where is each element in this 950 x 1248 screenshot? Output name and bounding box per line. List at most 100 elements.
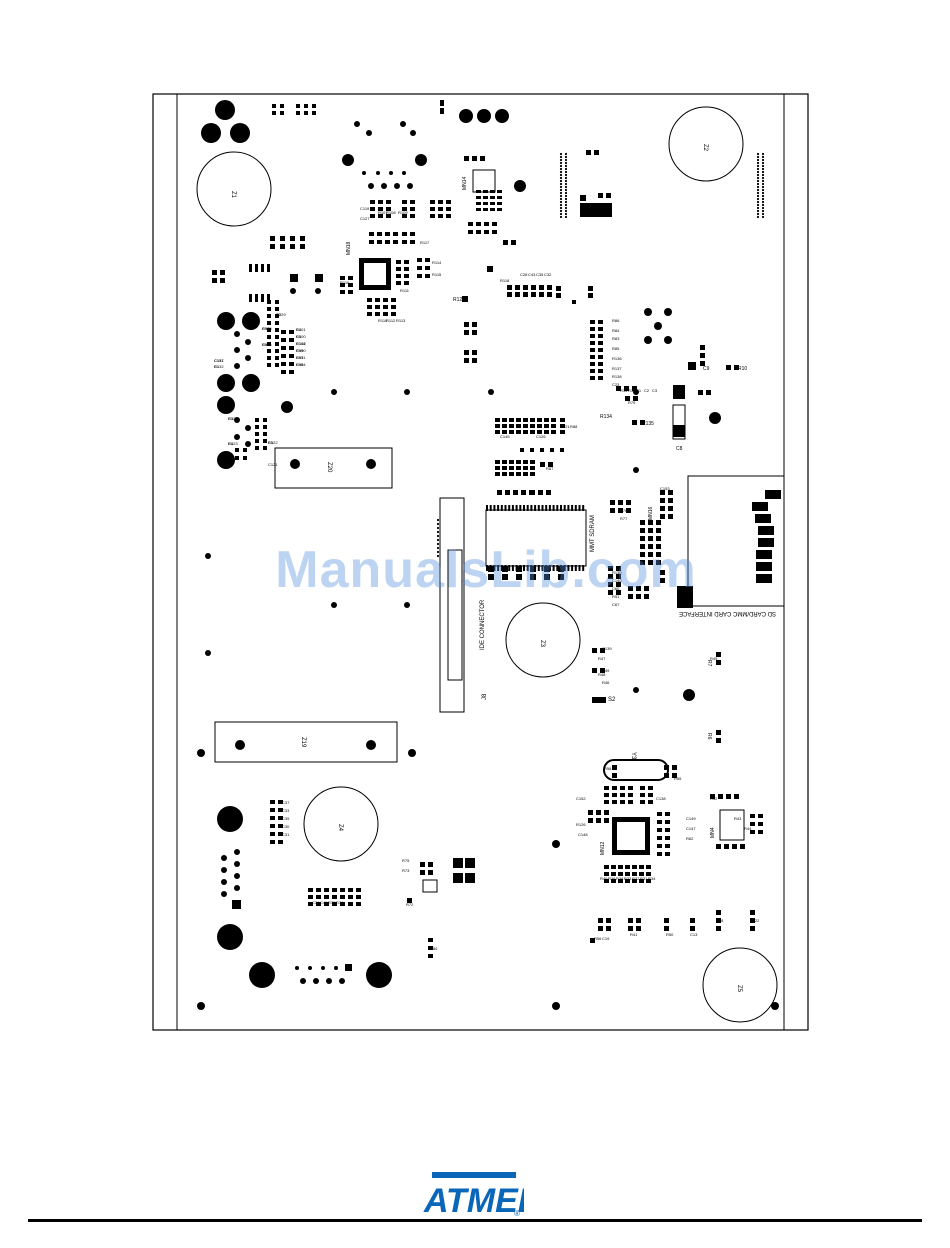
component-label: C33 — [282, 808, 290, 813]
smd-pad — [289, 338, 294, 342]
smd-pad — [592, 648, 597, 653]
smd-pad — [263, 432, 267, 436]
component-label: R95 — [262, 342, 270, 347]
smd-pad — [530, 472, 535, 476]
smd-pad — [632, 420, 637, 425]
connector-pins-top — [221, 171, 413, 984]
smd-pad — [618, 879, 623, 883]
smd-pad — [636, 918, 641, 923]
component-label: R73 — [402, 868, 410, 873]
smd-pad — [516, 574, 522, 580]
component-label: C31 — [282, 832, 290, 837]
sdram-pin — [511, 505, 514, 511]
smd-pad — [267, 321, 271, 325]
smd-pad — [255, 425, 259, 429]
header-pin — [559, 164, 563, 168]
smd-pad — [516, 472, 521, 476]
component-label: C154 — [296, 362, 306, 367]
capacitor-c8 — [672, 404, 686, 440]
smd-pad — [472, 358, 477, 363]
smd-pad — [340, 276, 345, 280]
component-label: C152 — [576, 796, 586, 801]
smd-pad — [340, 895, 345, 899]
smd-pad — [523, 466, 528, 470]
smd-pad — [440, 108, 444, 114]
header-pin — [756, 155, 760, 159]
component-label: C126 — [536, 434, 546, 439]
smd-pad — [289, 370, 294, 374]
component-label: R47 — [598, 656, 606, 661]
smd-pad — [668, 514, 673, 519]
mn4-label: MN4 — [710, 827, 716, 838]
smd-pad — [511, 240, 516, 245]
header-pin — [761, 176, 765, 180]
header-pin — [559, 170, 563, 174]
smd-pad — [497, 208, 502, 211]
z19-label: Z19 — [300, 737, 306, 748]
smd-pad — [598, 369, 603, 373]
smd-pad — [404, 267, 409, 271]
smd-pad — [369, 232, 374, 236]
smd-pad — [632, 872, 637, 876]
smd-pad — [404, 260, 409, 264]
header-pin — [761, 173, 765, 177]
smd-pad — [278, 824, 283, 828]
smd-pad — [425, 274, 430, 278]
sd-card-slot — [687, 475, 785, 607]
smd-pad — [391, 298, 396, 302]
component-label: R115 — [432, 272, 442, 277]
smd-pad — [472, 350, 477, 355]
smd-pad — [509, 472, 514, 476]
component-label: R109 — [398, 210, 408, 215]
component-label: R117 — [420, 240, 430, 245]
component-label: R110 — [378, 318, 388, 323]
smd-pad — [732, 844, 737, 849]
component-label: C147 — [686, 826, 696, 831]
smd-pad — [556, 286, 561, 291]
smd-pad — [716, 910, 721, 915]
smd-pad — [348, 888, 353, 892]
smd-pad — [290, 244, 295, 249]
smd-pad — [606, 926, 611, 931]
header-pin — [436, 518, 440, 522]
component-label: C39 — [282, 816, 290, 821]
smd-pad — [551, 430, 556, 434]
smd-pad — [503, 240, 508, 245]
smd-pad — [290, 236, 295, 241]
component-label: R75 — [402, 858, 410, 863]
smd-pad — [530, 490, 535, 495]
component-label: R88 — [570, 424, 578, 429]
smd-pad — [726, 794, 731, 799]
smd-pad — [507, 285, 512, 290]
smd-pad — [290, 274, 298, 282]
smd-pad — [267, 300, 271, 304]
smd-pad — [393, 240, 398, 244]
sdram-pin — [548, 505, 551, 511]
smd-pad — [668, 506, 673, 511]
smd-pad — [598, 926, 603, 931]
mn16-label: MN16 — [648, 506, 654, 520]
smd-pad — [672, 765, 677, 770]
component-label: R2 — [276, 312, 282, 317]
sdram-pin — [519, 505, 522, 511]
component-label: R49 — [602, 668, 610, 673]
smd-pad — [480, 156, 485, 161]
smd-pad — [558, 574, 564, 580]
smd-pad — [417, 258, 422, 262]
smd-pad — [220, 270, 225, 275]
sdram-pin — [574, 565, 577, 571]
z20-label: Z20 — [326, 462, 332, 473]
smd-pad — [281, 338, 286, 342]
smd-pad — [396, 274, 401, 278]
smd-pad — [758, 814, 763, 818]
smd-pad — [660, 490, 665, 495]
smd-pad — [332, 902, 337, 906]
smd-pad — [490, 208, 495, 211]
header-pin — [436, 554, 440, 558]
smd-pad — [356, 888, 361, 892]
header-pin — [564, 212, 568, 216]
smd-pad — [520, 448, 524, 452]
smd-pad — [502, 424, 507, 428]
smd-pad — [588, 286, 593, 291]
component-label: C2 — [644, 388, 650, 393]
